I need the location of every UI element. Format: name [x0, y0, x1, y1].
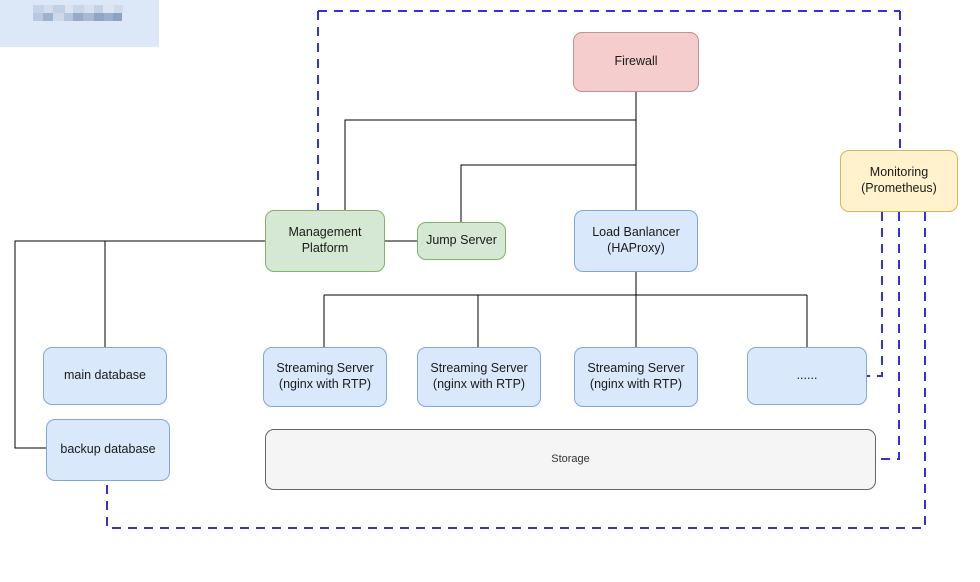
node-load-balancer[interactable]: Load Banlancer (HAProxy): [574, 210, 698, 272]
node-firewall-label: Firewall: [614, 54, 658, 69]
link-monitoring-storage: [876, 212, 900, 460]
node-streaming-server-1[interactable]: Streaming Server (nginx with RTP): [263, 347, 387, 407]
node-load-balancer-label: Load Banlancer (HAProxy): [592, 225, 680, 255]
node-main-database-label: main database: [63, 368, 146, 383]
node-backup-database-label: backup database: [60, 442, 156, 457]
redacted-title-mosaic: [33, 5, 133, 22]
node-management-platform-label: Management Platform: [288, 225, 362, 255]
node-streaming-server-3[interactable]: Streaming Server (nginx with RTP): [574, 347, 698, 407]
node-streaming-server-1-label: Streaming Server (nginx with RTP): [276, 361, 374, 391]
node-streaming-server-3-label: Streaming Server (nginx with RTP): [587, 361, 685, 391]
node-streaming-server-more-label: ......: [796, 368, 818, 383]
node-streaming-server-2-label: Streaming Server (nginx with RTP): [430, 361, 528, 391]
node-backup-database[interactable]: backup database: [46, 419, 170, 481]
node-storage-label: Storage: [551, 452, 590, 465]
node-main-database[interactable]: main database: [43, 347, 167, 405]
node-monitoring[interactable]: Monitoring (Prometheus): [840, 150, 958, 212]
node-streaming-server-2[interactable]: Streaming Server (nginx with RTP): [417, 347, 541, 407]
node-streaming-server-more[interactable]: ......: [747, 347, 867, 405]
link-management-databases: [14, 240, 265, 449]
redacted-title-panel: [0, 0, 159, 47]
link-firewall-management: [344, 119, 636, 210]
link-monitoring-streaming-more: [867, 212, 883, 377]
node-jump-server[interactable]: Jump Server: [417, 222, 506, 260]
node-management-platform[interactable]: Management Platform: [265, 210, 385, 272]
node-jump-server-label: Jump Server: [426, 233, 497, 248]
node-monitoring-label: Monitoring (Prometheus): [861, 165, 937, 195]
node-storage[interactable]: Storage: [265, 429, 876, 490]
node-firewall[interactable]: Firewall: [573, 32, 699, 92]
